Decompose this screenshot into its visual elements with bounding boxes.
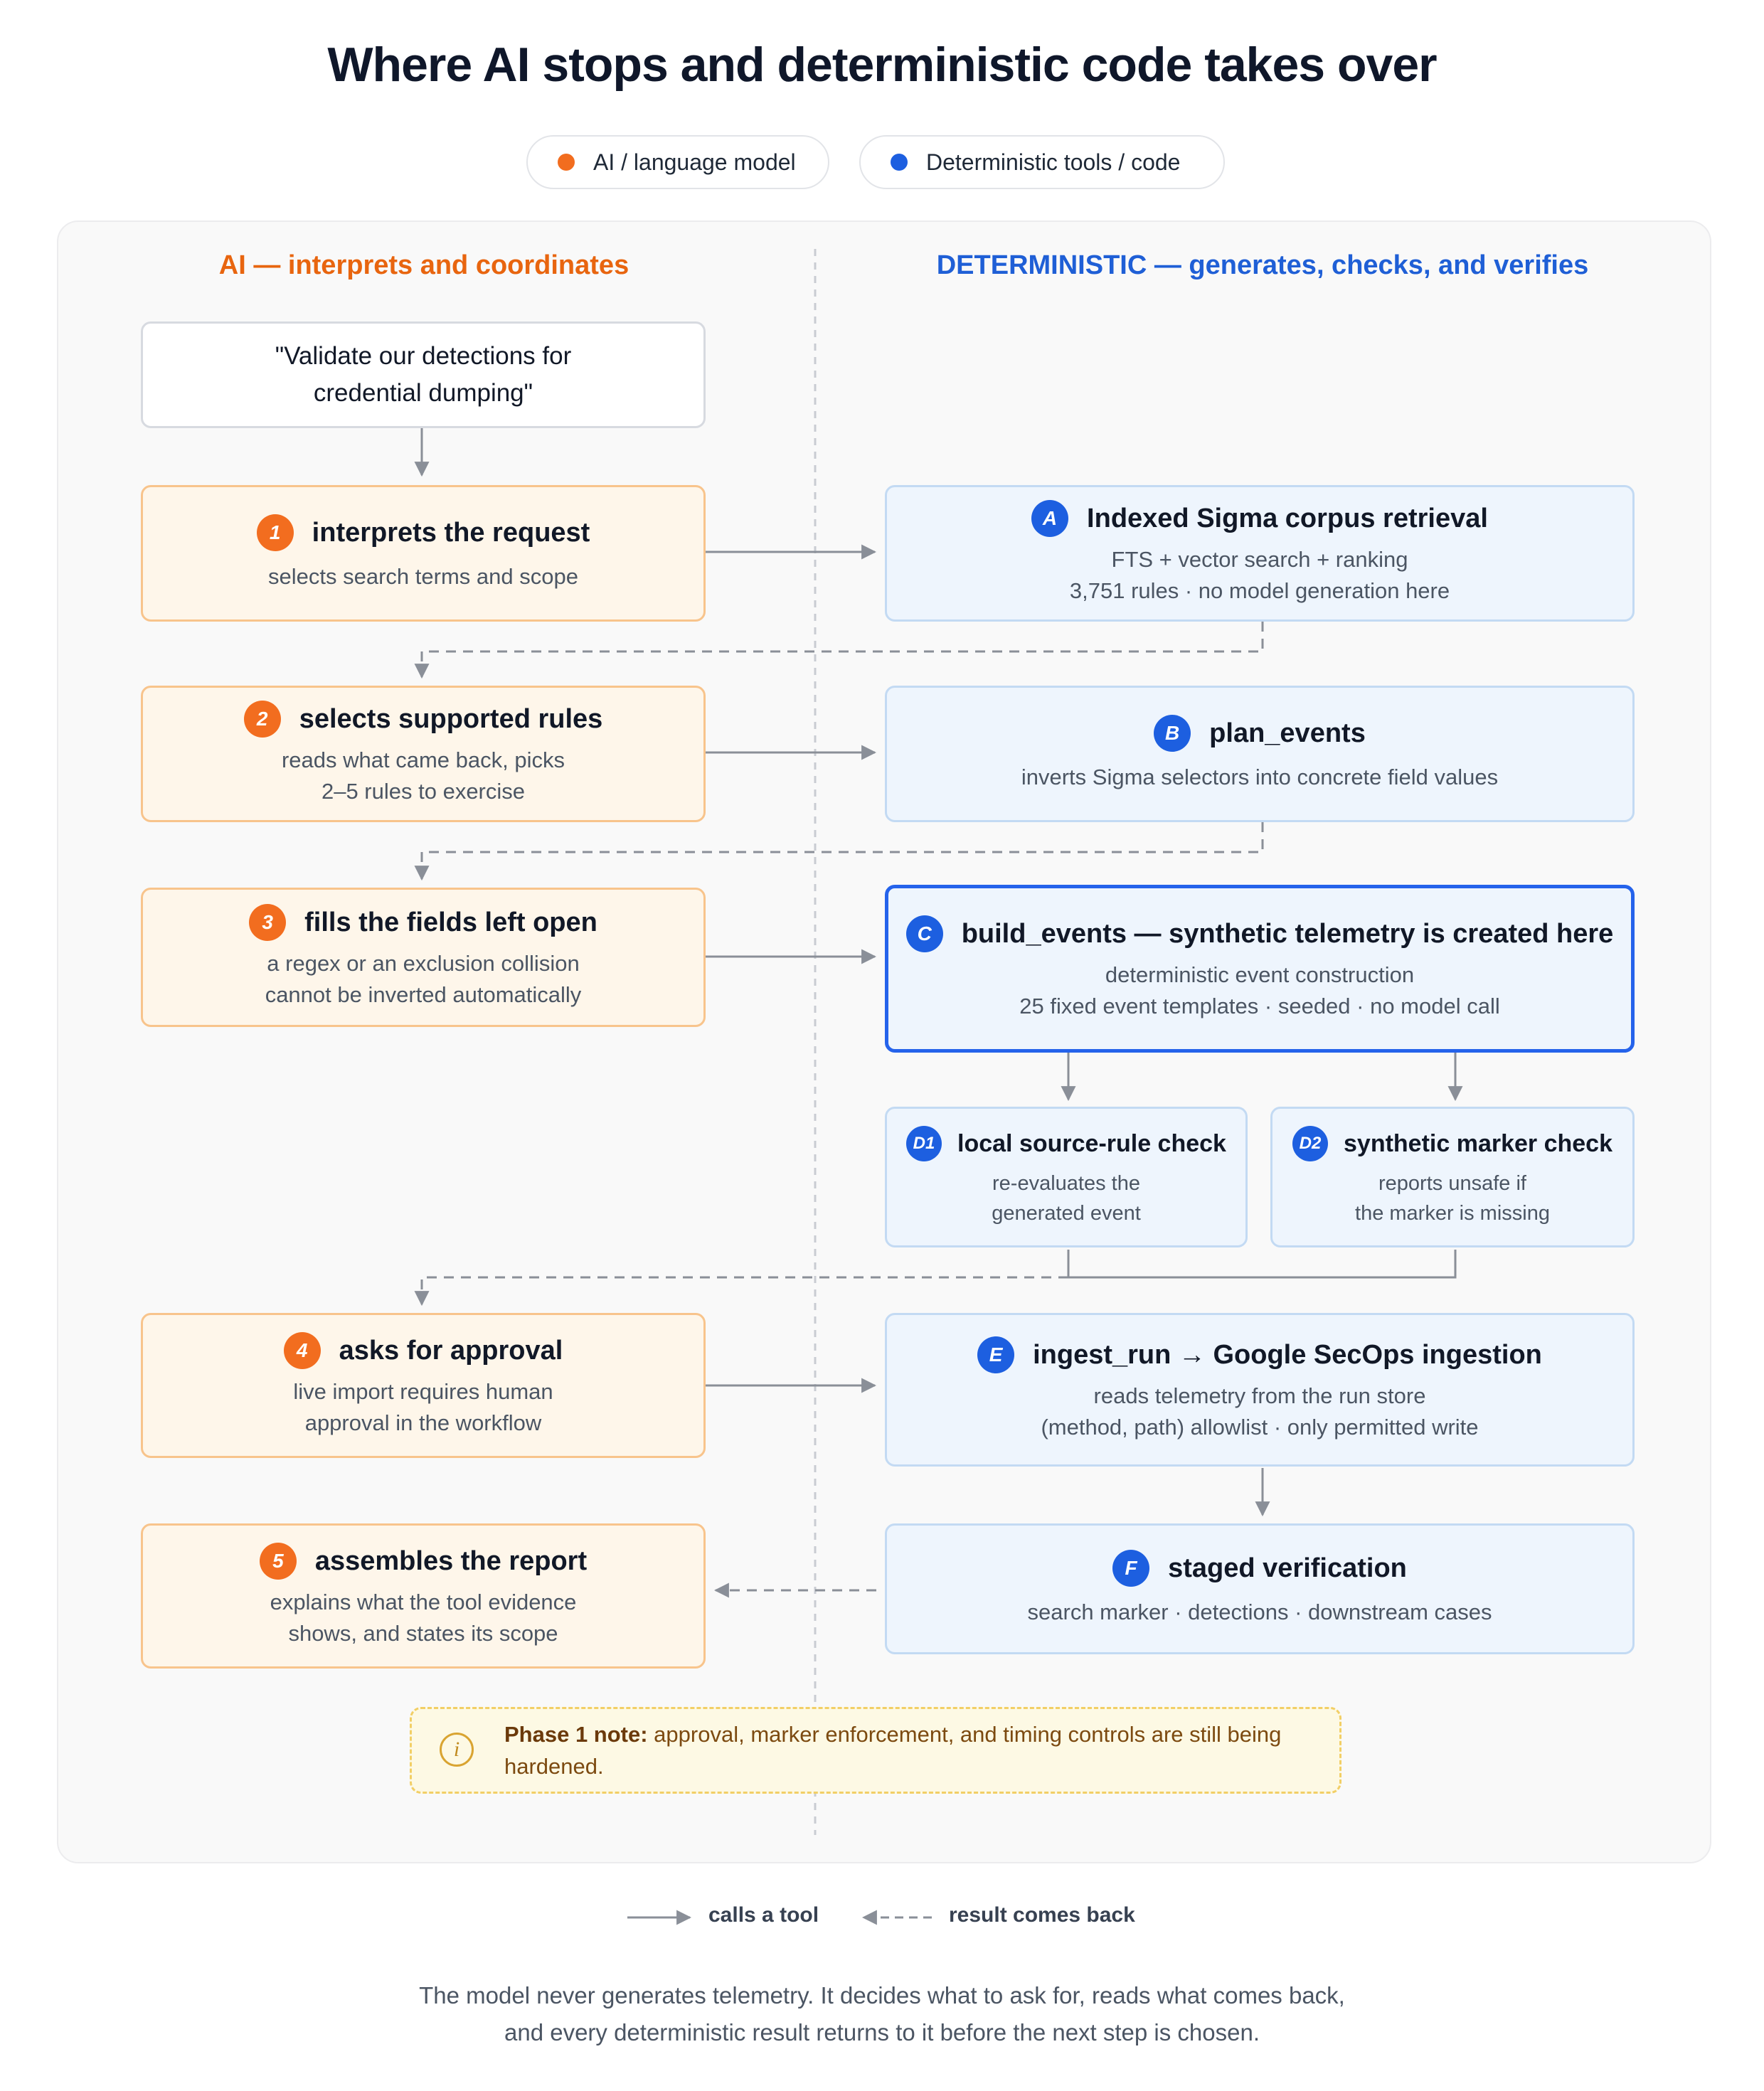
step-badge: 5 [259, 1543, 297, 1580]
det-step-A: A Indexed Sigma corpus retrieval FTS + ve… [885, 485, 1635, 622]
step-title: Indexed Sigma corpus retrieval [1087, 503, 1488, 533]
return-A-to-2 [414, 622, 1264, 679]
det-column-heading: DETERMINISTIC — generates, checks, and v… [936, 250, 1589, 280]
legend-ai-label: AI / language model [593, 149, 796, 175]
step-badge: F [1112, 1550, 1150, 1587]
step-title: build_events — synthetic telemetry is cr… [961, 918, 1614, 949]
step-badge: B [1154, 715, 1191, 752]
step-title: local source-rule check [957, 1129, 1226, 1157]
step-badge: 4 [283, 1332, 321, 1369]
step-title: selects supported rules [299, 703, 603, 734]
step-badge: 3 [249, 904, 287, 941]
orange-dot-icon [558, 154, 575, 171]
join-D1-D2 [1067, 1250, 1457, 1279]
step-desc-1: deterministic event construction [1105, 962, 1415, 987]
arrow-legend-graphics [627, 1910, 932, 1925]
request-line-1: "Validate our detections for [275, 342, 572, 370]
ai-step-4: 4 asks for approval live import requires … [141, 1313, 706, 1458]
legend-ai-pill: AI / language model [526, 135, 829, 189]
note-bold: Phase 1 note: [504, 1722, 648, 1747]
legend-det-label: Deterministic tools / code [926, 149, 1181, 175]
return-D-to-4 [414, 1276, 1068, 1307]
step-badge: C [905, 915, 943, 952]
step-desc-1: a regex or an exclusion collision [267, 951, 580, 976]
legend-det-pill: Deterministic tools / code [859, 135, 1225, 189]
step-desc-2: cannot be inverted automatically [265, 982, 582, 1007]
step-title: fills the fields left open [304, 907, 597, 937]
footer-line-1: The model never generates telemetry. It … [419, 1982, 1345, 2008]
det-step-D1: D1 local source-rule check re-evaluates t… [885, 1107, 1248, 1247]
footer-line-2: and every deterministic result returns t… [504, 2019, 1260, 2045]
step-title: assembles the report [314, 1545, 588, 1576]
step-badge: 2 [243, 701, 281, 738]
step-title: interprets the request [312, 517, 590, 548]
step-desc: inverts Sigma selectors into concrete fi… [1021, 765, 1499, 789]
step-desc-1: reads what came back, picks [281, 747, 565, 772]
step-desc-1: reports unsafe if [1378, 1172, 1526, 1195]
step-title: staged verification [1168, 1553, 1407, 1583]
request-box: "Validate our detections for credential … [141, 321, 706, 428]
step-badge: D1 [906, 1126, 942, 1161]
ai-column-heading: AI — interprets and coordinates [218, 250, 629, 280]
step-desc-2: approval in the workflow [304, 1410, 542, 1435]
ai-step-5: 5 assembles the report explains what the … [141, 1523, 706, 1669]
step-desc-2: the marker is missing [1355, 1202, 1550, 1225]
step-desc-2: 25 fixed event templates · seeded · no m… [1019, 994, 1500, 1018]
step-desc-1: live import requires human [293, 1379, 553, 1404]
step-title: ingest_run → Google SecOps ingestion [1033, 1339, 1542, 1370]
step-desc-1: FTS + vector search + ranking [1111, 547, 1408, 572]
step-desc-2: 3,751 rules · no model generation here [1069, 578, 1450, 603]
step-desc-2: generated event [992, 1202, 1141, 1225]
step-badge: A [1031, 500, 1069, 537]
ai-step-2: 2 selects supported rules reads what came… [141, 686, 706, 822]
phase-note: Phase 1 note: approval, marker enforceme… [410, 1707, 1341, 1794]
request-line-2: credential dumping" [313, 379, 533, 407]
step-desc-2: (method, path) allowlist · only permitte… [1041, 1415, 1479, 1440]
step-desc-1: reads telemetry from the run store [1093, 1383, 1426, 1408]
step-badge: E [977, 1336, 1015, 1373]
step-badge: D2 [1292, 1126, 1328, 1161]
legend-solid-label: calls a tool [708, 1903, 819, 1927]
step-badge: 1 [256, 514, 294, 551]
note-text: approval, marker enforcement, and timing… [504, 1722, 1282, 1779]
ai-step-1: 1 interprets the request selects search t… [141, 485, 706, 622]
return-B-to-3 [414, 822, 1264, 881]
legend-dashed-label: result comes back [949, 1903, 1135, 1927]
page-title: Where AI stops and deterministic code ta… [327, 38, 1437, 92]
step-desc-1: explains what the tool evidence [270, 1590, 577, 1614]
step-desc-2: 2–5 rules to exercise [321, 779, 526, 804]
info-icon: i [440, 1733, 474, 1767]
step-desc-1: re-evaluates the [992, 1172, 1140, 1195]
step-desc: selects search terms and scope [268, 564, 578, 589]
step-title: synthetic marker check [1344, 1129, 1612, 1157]
step-title: plan_events [1209, 718, 1366, 748]
blue-dot-icon [891, 154, 908, 171]
step-desc-2: shows, and states its scope [288, 1621, 558, 1646]
ai-step-3: 3 fills the fields left open a regex or a… [141, 888, 706, 1027]
footer-caption: The model never generates telemetry. It … [0, 1977, 1764, 2051]
step-title: asks for approval [339, 1335, 563, 1366]
step-desc: search marker · detections · downstream … [1027, 1600, 1492, 1624]
det-step-D2: D2 synthetic marker check reports unsafe … [1270, 1107, 1635, 1247]
